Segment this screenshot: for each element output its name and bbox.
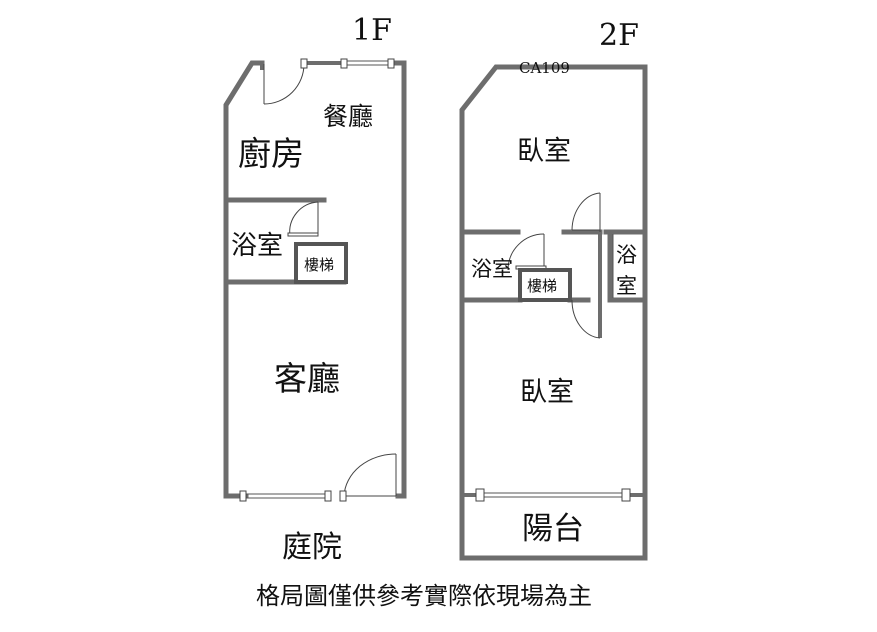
footer-disclaimer: 格局圖僅供參考實際依現場為主 bbox=[256, 582, 592, 610]
first-floor-right-wall bbox=[393, 60, 407, 499]
room-label-bedroom-back: 臥室 bbox=[520, 377, 574, 408]
room-label-bathroom-2f-right-top: 浴 bbox=[616, 243, 637, 267]
room-label-bathroom-2f-right-bottom: 室 bbox=[616, 274, 637, 298]
first-floor-top-window bbox=[340, 58, 395, 69]
second-floor-bath-door bbox=[507, 233, 547, 271]
room-label-kitchen: 廚房 bbox=[238, 134, 304, 173]
room-label-stairs-1f: 樓梯 bbox=[304, 256, 334, 274]
second-floor-bedroom-door bbox=[571, 192, 601, 339]
second-floor-right-bath-wall bbox=[607, 229, 648, 303]
room-label-balcony: 陽台 bbox=[522, 511, 584, 547]
first-floor-entry-door bbox=[339, 453, 397, 502]
first-floor-stairs-box bbox=[294, 242, 348, 284]
first-floor-plan bbox=[223, 58, 407, 502]
room-label-dining: 餐廳 bbox=[323, 102, 373, 131]
first-floor-bottom-window bbox=[239, 490, 332, 502]
room-label-bedroom-front: 臥室 bbox=[517, 136, 571, 167]
second-floor-title: 2F bbox=[599, 18, 639, 53]
room-label-living: 客廳 bbox=[274, 359, 340, 398]
second-floor-balcony-window bbox=[462, 488, 645, 502]
room-label-bathroom-2f-left: 浴室 bbox=[471, 257, 513, 281]
second-floor-plan bbox=[459, 64, 648, 561]
room-label-stairs-2f: 樓梯 bbox=[527, 277, 557, 295]
outside-label-courtyard: 庭院 bbox=[282, 530, 342, 565]
room-label-bathroom-1f: 浴室 bbox=[231, 231, 283, 261]
second-floor-code: CA109 bbox=[519, 59, 570, 77]
first-floor-title: 1F bbox=[352, 13, 392, 48]
second-floor-stairs-box bbox=[518, 268, 572, 302]
first-floor-top-door bbox=[263, 58, 308, 105]
first-floor-outer-wall bbox=[223, 60, 265, 499]
first-floor-bath-door bbox=[287, 201, 319, 237]
second-floor-outer-wall bbox=[459, 64, 648, 561]
